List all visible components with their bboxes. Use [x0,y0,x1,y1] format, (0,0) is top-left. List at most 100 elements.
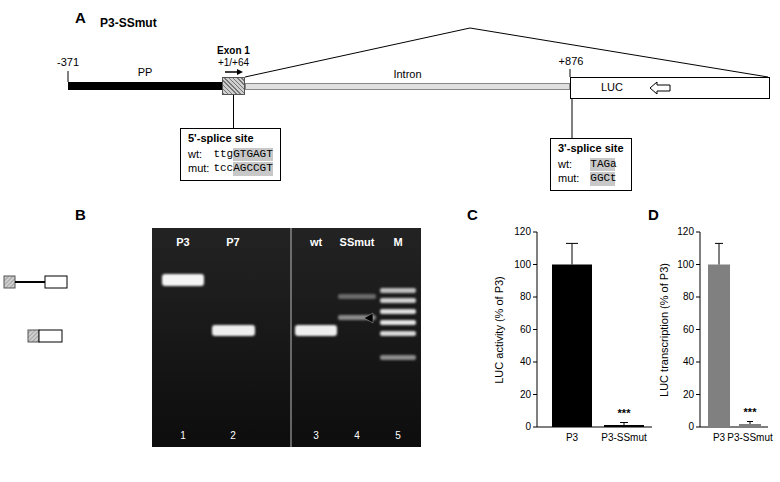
position-tick [68,71,69,82]
row-label: mut: [188,162,209,175]
luc-box: LUC [570,77,770,99]
position-tick [570,69,571,77]
category-label: P3-SSmut [601,432,647,444]
intron-icon [15,281,45,283]
exon-icon [28,330,39,342]
box-heading: 3'-splice site [558,142,624,155]
panel-letter: D [648,206,659,224]
row-label: wt: [188,148,209,161]
promoter-bar: PP [68,82,222,90]
sequence-text: GGCt [590,172,623,185]
tick-label: 100 [677,259,694,271]
ladder-band [380,355,416,360]
luc-icon [39,330,62,342]
ladder-band [380,288,416,293]
position-label: +876 [559,55,584,68]
gel-divider [291,228,292,447]
intron-bar: Intron [245,83,570,90]
tick-label: 80 [683,291,694,303]
tick-label: 40 [520,356,531,368]
lane-number: 3 [313,430,319,442]
text-stack: Exon 1+1/+64 [217,45,250,69]
gel-band [295,325,337,336]
lane-number: 1 [180,430,186,442]
ladder-band [380,331,416,336]
ladder-band [380,320,416,325]
node-label: Exon 1 [217,45,250,57]
bar [708,265,730,428]
primer-arrow-shaft [225,71,238,73]
tick-label: 120 [677,226,694,238]
axis-title: LUC activity (% of P3) [493,276,506,384]
category-label: P3 [713,432,725,444]
exon-box: Exon 1+1/+64 [222,77,245,95]
luc-icon [45,276,67,288]
box-heading: 5'-splice site [188,132,273,145]
error-bar [566,243,578,264]
sequence-text: ttgGTGAGT [213,148,272,161]
gel-band [162,274,204,286]
ladder-band [380,298,416,303]
position-label: -371 [57,56,79,69]
splice-site-box: 3'-splice site wt: TAGa mut: GGCt [550,138,632,191]
node-label: +1/+64 [218,57,249,69]
primer-open-arrow [650,82,670,94]
lane-label: wt [310,236,322,249]
panel-letter: C [467,206,478,224]
construct-name: P3-SSmut [100,16,157,30]
text-stack: PP [138,66,153,79]
lane-label: M [393,236,402,249]
significance-mark: *** [618,407,631,420]
error-bar [620,423,628,426]
bar [739,424,761,427]
splice-connector [245,28,768,77]
gel-image [152,228,421,447]
ladder-band [380,309,416,314]
panel-letter: B [75,206,86,224]
axis-ticks [533,232,537,427]
sequence-text: tccAGCCGT [213,162,272,175]
panel-letter: A [75,9,86,27]
splice-connector [572,99,573,138]
text-stack: Intron [393,68,421,81]
exon-icon [4,276,15,288]
node-label: LUC [601,81,623,94]
tick-label: 40 [683,356,694,368]
row-label: mut: [558,172,586,185]
tick-label: 60 [520,324,531,336]
lane-number: 5 [395,430,401,442]
splice-site-box: 5'-splice site wt: ttgGTGAGT mut: tccAGCCGT [180,128,281,181]
tick-label: 120 [514,226,531,238]
band-marker [364,313,373,323]
tick-label: 0 [688,421,694,433]
row-label: wt: [558,158,586,171]
lane-label: P3 [176,236,189,249]
lane-number: 2 [230,430,236,442]
tick-label: 80 [520,291,531,303]
bar [604,425,644,427]
tick-label: 60 [683,324,694,336]
error-bar [715,243,723,264]
splice-connector [233,95,234,128]
lane-label: SSmut [340,236,375,249]
category-label: P3-SSmut [727,432,773,444]
sequence-text: TAGa [590,158,623,171]
tick-label: 0 [525,421,531,433]
significance-mark: *** [744,406,757,419]
tick-label: 100 [514,259,531,271]
axis-ticks [696,232,700,427]
tick-label: 20 [520,389,531,401]
primer-arrow-head [237,69,243,75]
gel-band [212,325,255,336]
node-label: Intron [393,68,421,81]
axis-title: LUC transcription (% of P3) [658,263,671,397]
lane-number: 4 [354,430,360,442]
tick-label: 20 [683,389,694,401]
lane-label: P7 [226,236,239,249]
error-bar [747,422,753,425]
